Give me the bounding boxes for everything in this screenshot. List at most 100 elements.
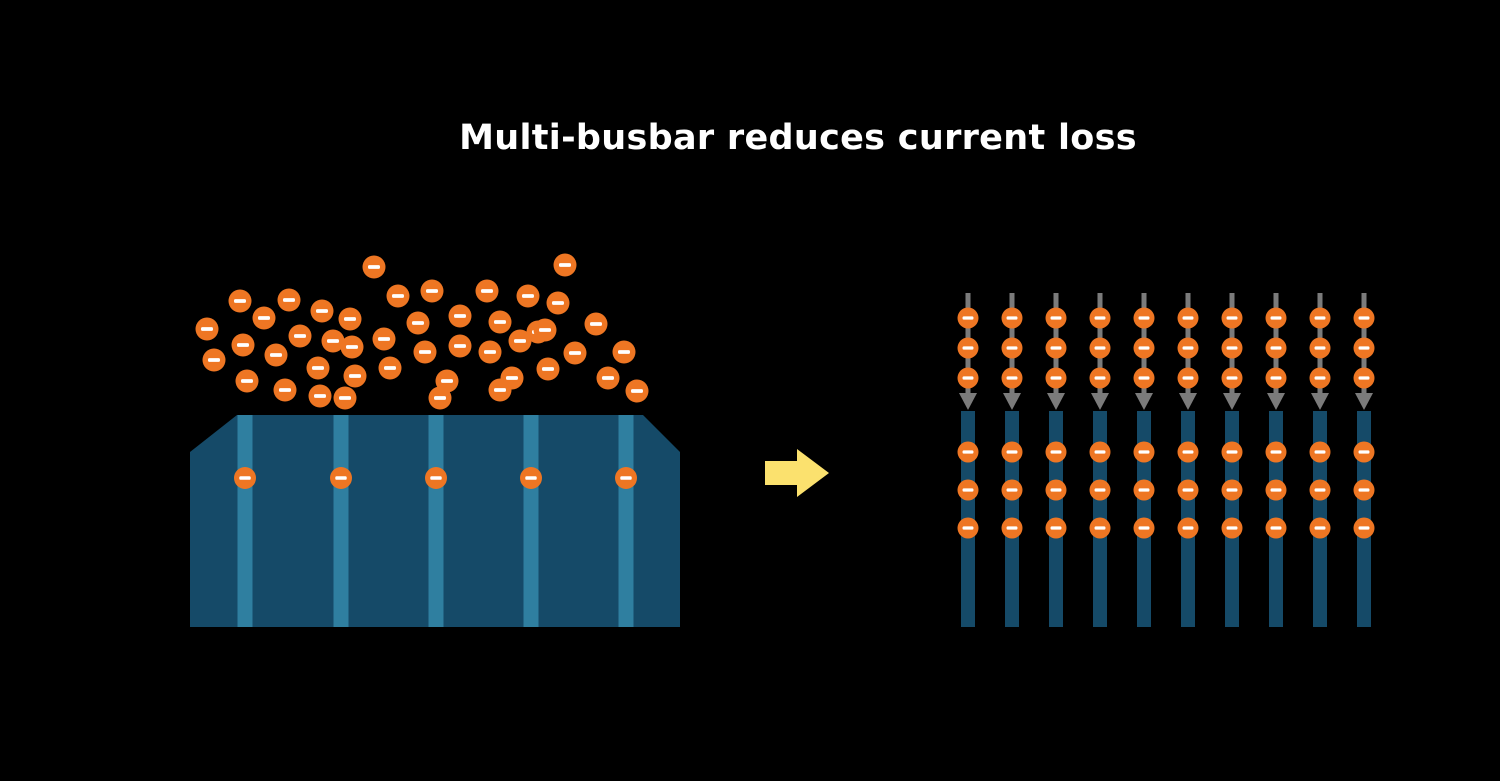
electron-icon <box>546 291 570 315</box>
electron-icon <box>1309 307 1331 329</box>
electron-icon <box>957 479 979 501</box>
electron-icon <box>1309 337 1331 359</box>
electron-icon <box>428 386 452 410</box>
electron-icon <box>448 334 472 358</box>
busbar-stripe <box>237 415 253 627</box>
electron-icon <box>308 384 332 408</box>
electron-icon <box>533 318 557 342</box>
electron-icon <box>1177 337 1199 359</box>
electron-icon <box>625 379 649 403</box>
electron-icon <box>1353 337 1375 359</box>
electron-icon <box>1265 337 1287 359</box>
electron-icon <box>508 329 532 353</box>
electron-icon <box>310 299 334 323</box>
electron-icon <box>520 467 542 489</box>
electron-icon <box>615 467 637 489</box>
electron-icon <box>1353 367 1375 389</box>
electron-icon <box>1089 367 1111 389</box>
electron-icon <box>1045 517 1067 539</box>
electron-icon <box>333 386 357 410</box>
electron-icon <box>1353 441 1375 463</box>
electron-icon <box>1045 307 1067 329</box>
electron-icon <box>277 288 301 312</box>
electron-icon <box>612 340 636 364</box>
busbar-stripe <box>523 415 539 627</box>
electron-icon <box>1177 367 1199 389</box>
electron-icon <box>1133 441 1155 463</box>
electron-icon <box>957 337 979 359</box>
electron-icon <box>516 284 540 308</box>
electron-icon <box>1309 441 1331 463</box>
transition-arrow-icon <box>765 449 829 497</box>
electron-icon <box>288 324 312 348</box>
electron-icon <box>1221 517 1243 539</box>
electron-icon <box>957 307 979 329</box>
electron-icon <box>386 284 410 308</box>
electron-icon <box>273 378 297 402</box>
electron-icon <box>448 304 472 328</box>
electron-icon <box>1045 367 1067 389</box>
electron-icon <box>234 467 256 489</box>
electron-icon <box>488 310 512 334</box>
electron-icon <box>536 357 560 381</box>
electron-icon <box>338 307 362 331</box>
electron-icon <box>1353 479 1375 501</box>
electron-icon <box>957 367 979 389</box>
diagram-title: Multi-busbar reduces current loss <box>459 118 1137 158</box>
electron-icon <box>425 467 447 489</box>
electron-icon <box>957 441 979 463</box>
electron-icon <box>1221 479 1243 501</box>
electron-icon <box>475 279 499 303</box>
electron-icon <box>1309 479 1331 501</box>
electron-icon <box>228 289 252 313</box>
electron-icon <box>343 364 367 388</box>
electron-icon <box>488 378 512 402</box>
electron-icon <box>1045 479 1067 501</box>
electron-icon <box>1265 441 1287 463</box>
electron-icon <box>406 311 430 335</box>
electron-icon <box>1177 479 1199 501</box>
electron-icon <box>478 340 502 364</box>
electron-icon <box>1353 307 1375 329</box>
electron-icon <box>340 335 364 359</box>
busbar-stripe <box>333 415 349 627</box>
electron-icon <box>553 253 577 277</box>
electron-icon <box>1045 441 1067 463</box>
electron-icon <box>1089 479 1111 501</box>
electron-icon <box>563 341 587 365</box>
electron-icon <box>1265 517 1287 539</box>
electron-icon <box>413 340 437 364</box>
electron-icon <box>231 333 255 357</box>
electron-icon <box>372 327 396 351</box>
electron-icon <box>264 343 288 367</box>
electron-icon <box>584 312 608 336</box>
electron-icon <box>957 517 979 539</box>
electron-icon <box>362 255 386 279</box>
electron-icon <box>1001 337 1023 359</box>
electron-icon <box>1221 307 1243 329</box>
electron-icon <box>1133 479 1155 501</box>
electron-icon <box>1177 517 1199 539</box>
electron-icon <box>1089 307 1111 329</box>
electron-icon <box>1177 307 1199 329</box>
electron-icon <box>1221 337 1243 359</box>
electron-icon <box>1265 479 1287 501</box>
electron-icon <box>1309 367 1331 389</box>
electron-icon <box>235 369 259 393</box>
electron-icon <box>1001 517 1023 539</box>
electron-icon <box>202 348 226 372</box>
electron-icon <box>1353 517 1375 539</box>
electron-icon <box>306 356 330 380</box>
electron-icon <box>1221 367 1243 389</box>
electron-icon <box>1045 337 1067 359</box>
electron-icon <box>1265 367 1287 389</box>
electron-icon <box>1265 307 1287 329</box>
electron-icon <box>1133 367 1155 389</box>
electron-icon <box>1089 517 1111 539</box>
electron-icon <box>1133 307 1155 329</box>
electron-icon <box>1001 307 1023 329</box>
electron-icon <box>420 279 444 303</box>
electron-icon <box>252 306 276 330</box>
